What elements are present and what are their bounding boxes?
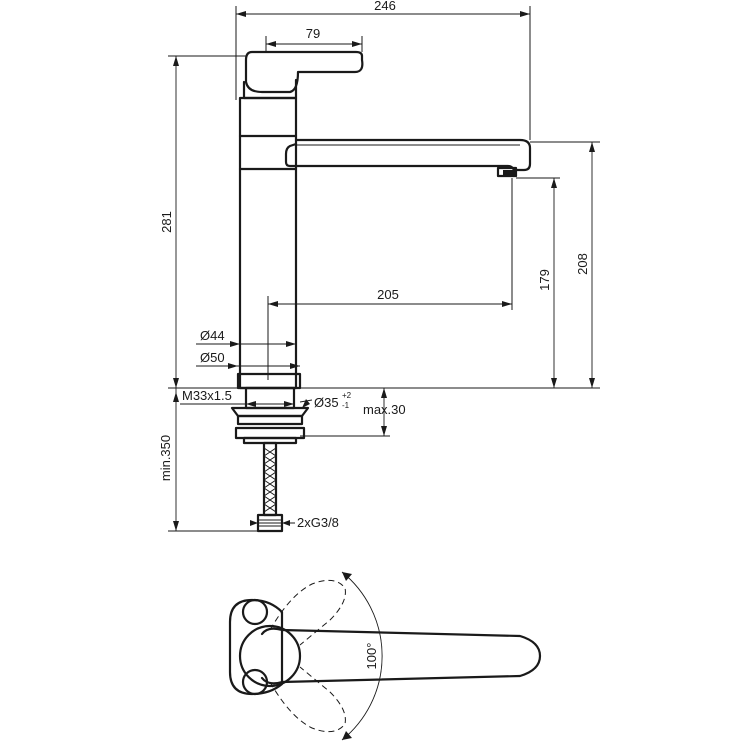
- dim-spout-height: 208: [575, 253, 590, 275]
- dim-hole-tol-minus: -1: [342, 401, 350, 410]
- dim-hole-diameter: Ø35: [314, 395, 339, 410]
- dimension-lines: [168, 6, 600, 532]
- dim-spout-reach: 205: [377, 287, 399, 302]
- dim-outlet-height: 179: [537, 269, 552, 291]
- faucet-top-view: 100°: [228, 571, 542, 741]
- dim-hose-length: min.350: [158, 435, 173, 481]
- dim-max-deck: max.30: [363, 402, 406, 417]
- dim-total-width: 246: [374, 0, 396, 13]
- flex-hose: [256, 441, 284, 533]
- dim-rotation: 100°: [364, 643, 379, 670]
- dim-thread: M33x1.5: [182, 388, 232, 403]
- dim-total-height: 281: [159, 211, 174, 233]
- dim-handle-width: 79: [306, 26, 320, 41]
- dim-hole-tol-plus: +2: [342, 391, 352, 400]
- dim-diameter-50: Ø50: [200, 350, 225, 365]
- dimension-labels: 246 79 281 208 179 205 Ø44 Ø50 M33x1.5 Ø…: [158, 0, 590, 530]
- dim-connections: 2xG3/8: [297, 515, 339, 530]
- dim-diameter-44: Ø44: [200, 328, 225, 343]
